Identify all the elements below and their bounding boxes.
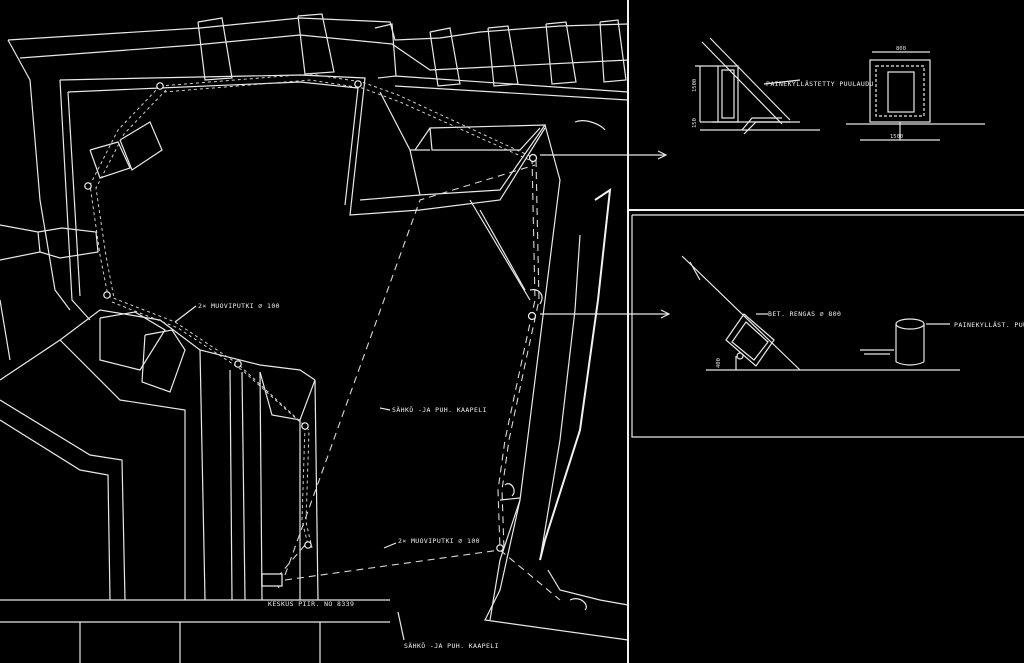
right-label: PAINEKYLLÄST. PUU — [954, 320, 1024, 329]
detail-top-labels: PAINEKYLLÄSTETTY PUULAUDU 1500 150 800 1… — [692, 46, 906, 140]
chute-label: PAINEKYLLÄSTETTY PUULAUDU — [766, 79, 874, 88]
dim-height: 1500 — [692, 79, 698, 92]
plan-labels: 2× MUOVIPUTKI ∅ 100 SÄHKÖ -JA PUH. KAAPE… — [174, 302, 499, 650]
detail-leaders — [504, 120, 671, 611]
cable-mid-label: SÄHKÖ -JA PUH. KAAPELI — [392, 405, 487, 414]
fortress-outline — [0, 13, 629, 663]
detail-top-section — [695, 37, 985, 141]
pipe-lower-label: 2× MUOVIPUTKI ∅ 100 — [398, 537, 480, 545]
sheet-frame — [627, 0, 1024, 663]
cable-route — [89, 73, 561, 601]
dim-small: 150 — [692, 118, 698, 128]
ref-drawing-label: KESKUS PIIR. NO 8339 — [268, 600, 354, 608]
pipe-upper-label: 2× MUOVIPUTKI ∅ 100 — [198, 302, 280, 310]
cable-nodes — [84, 80, 538, 587]
detail-bottom-labels: BET. RENGAS ∅ 800 PAINEKYLLÄST. PUU 400 — [716, 310, 1024, 368]
ring-label: BET. RENGAS ∅ 800 — [768, 310, 841, 318]
detail-bottom-section — [681, 255, 960, 371]
dim-bottom: 1500 — [890, 134, 903, 140]
dim-top: 800 — [896, 46, 906, 52]
cable-lower-label: SÄHKÖ -JA PUH. KAAPELI — [404, 641, 499, 650]
dim-left: 400 — [716, 358, 722, 368]
